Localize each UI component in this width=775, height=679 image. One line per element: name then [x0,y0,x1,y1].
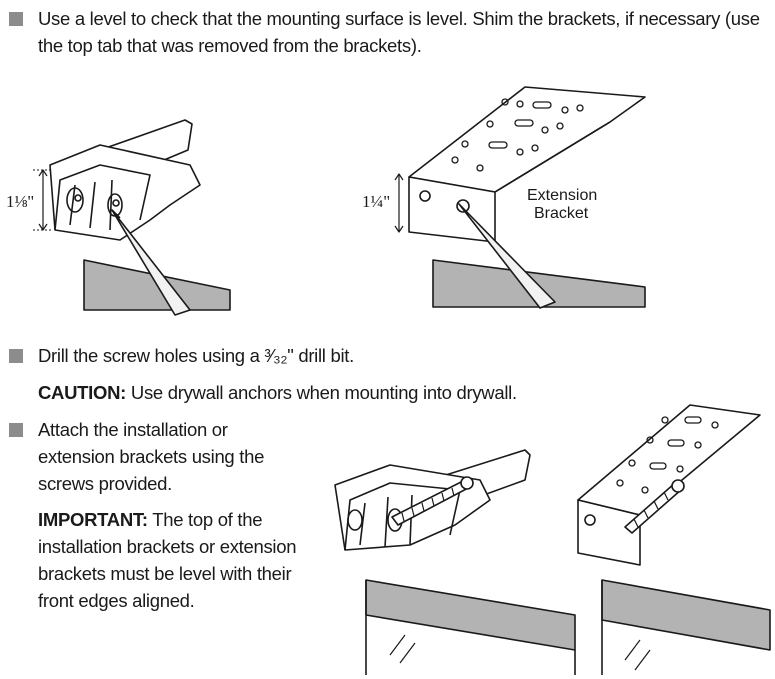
important-label: IMPORTANT: [38,509,148,530]
extension-bracket-figure [394,86,646,309]
caution-text: Use drywall anchors when mounting into d… [130,382,517,403]
installation-bracket-screw-figure [334,449,576,675]
important-text: The top of the installation brackets or … [38,509,297,611]
wall-surface [432,259,646,308]
header-surface [365,579,576,651]
extension-height-dimension: 1¼" [362,192,391,211]
step-2-text: Drill the screw holes using a ³⁄₃₂" dril… [38,345,354,366]
step-1-text: Use a level to check that the mounting s… [38,8,760,56]
step-3-text: Attach the installation or extension bra… [38,419,265,494]
important-note: IMPORTANT: The top of the installation b… [38,506,313,614]
step-1-bullet [9,12,23,26]
step-2-bullet [9,349,23,363]
extension-bracket-label-line-1: Extension [527,187,598,204]
caution-note: CAUTION: Use drywall anchors when mounti… [38,379,517,406]
caution-label: CAUTION: [38,382,127,403]
header-surface [601,579,771,651]
step-3-bullet [9,423,23,437]
extension-bracket-label-line-2: Bracket [534,205,589,222]
installation-height-dimension: 1⅛" [6,192,35,211]
installation-bracket-figure [33,119,231,316]
extension-bracket-screw-figure [577,404,771,675]
